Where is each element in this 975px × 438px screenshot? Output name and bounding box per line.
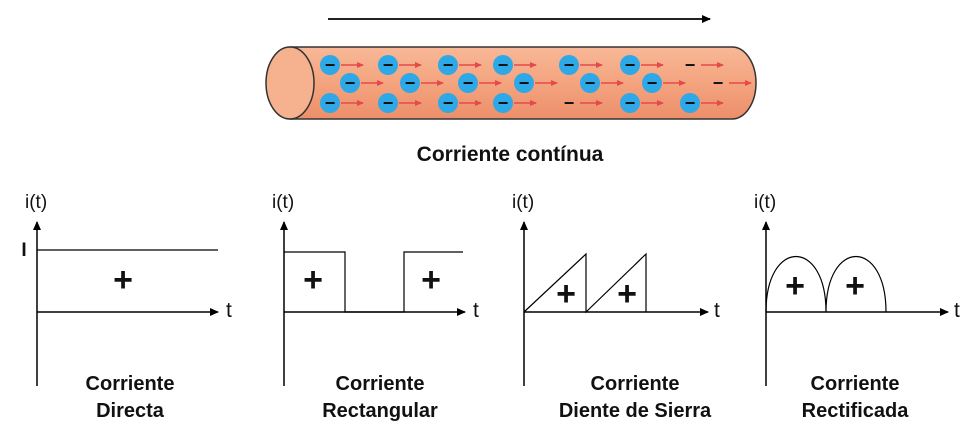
electron [642, 73, 662, 93]
electron [378, 55, 398, 75]
graph-sierra-sign-1: + [556, 275, 576, 313]
electron-sign: − [383, 55, 394, 75]
graph-rectangular-y-label: i(t) [272, 192, 295, 213]
graph-sierra-waveform [523, 252, 647, 314]
graph-rectificada-sign-1: + [785, 267, 805, 305]
electron-group: −−−−−−−−−−−−−−−−−−−−− [320, 55, 752, 113]
tube-end-cap [265, 46, 315, 120]
graph-sierra-title-line2: Diente de Sierra [558, 400, 712, 422]
electron-sign: − [713, 73, 724, 93]
graph-rectangular-title-line1: Corriente [335, 373, 425, 395]
electron [340, 73, 360, 93]
electron [580, 73, 600, 93]
electron-sign: − [685, 55, 696, 75]
graph-rectangular-waveform [284, 251, 463, 313]
electron-sign: − [585, 73, 596, 93]
graph-directa-level-label: I [21, 240, 27, 261]
electron-sign: − [498, 93, 509, 113]
electron [620, 55, 640, 75]
electron [680, 93, 700, 113]
electron-sign: − [519, 73, 530, 93]
graph-rectangular-sign-2: + [421, 261, 441, 299]
graph-directa-title-line1: Corriente [85, 373, 175, 395]
electron-sign: − [498, 55, 509, 75]
graph-rectangular-title-line2: Rectangular [322, 400, 438, 422]
graph-sierra-sign-2: + [617, 275, 637, 313]
graph-rectangular-sign-1: + [303, 261, 323, 299]
tube-caption: Corriente contínua [416, 143, 604, 166]
graph-rectangular [280, 221, 466, 386]
electron [559, 55, 579, 75]
electron-sign: − [685, 93, 696, 113]
graph-rectangular-x-label: t [473, 299, 479, 322]
electron-sign: − [564, 55, 575, 75]
electron [438, 55, 458, 75]
graph-rectificada-title-line2: Rectificada [801, 400, 909, 422]
electron-sign: − [625, 93, 636, 113]
graph-rectificada-title-line1: Corriente [810, 373, 900, 395]
electron [514, 73, 534, 93]
electron-sign: − [443, 55, 454, 75]
graph-sierra-x-label: t [714, 299, 720, 322]
graph-directa-title-line2: Directa [96, 400, 164, 422]
graph-sierra-title-line1: Corriente [590, 373, 680, 395]
electron-sign: − [383, 93, 394, 113]
graph-directa [33, 221, 219, 386]
electron [400, 73, 420, 93]
electron [320, 93, 340, 113]
electron [438, 93, 458, 113]
graph-rectificada-sign-2: + [845, 267, 865, 305]
electron-sign: − [564, 93, 575, 113]
electron-sign: − [463, 73, 474, 93]
electron-sign: − [325, 93, 336, 113]
graph-directa-x-label: t [226, 299, 232, 322]
graph-directa-y-label: i(t) [25, 192, 48, 213]
graph-rectificada-waveform [765, 256, 887, 313]
electron [493, 93, 513, 113]
graph-sierra [520, 221, 709, 386]
graph-rectificada-x-label: t [954, 299, 960, 322]
graph-rectificada-y-label: i(t) [754, 192, 777, 213]
electron [493, 55, 513, 75]
electron-sign: − [625, 55, 636, 75]
electron [378, 93, 398, 113]
electron [320, 55, 340, 75]
graph-sierra-y-label: i(t) [512, 192, 535, 213]
electron-sign: − [325, 55, 336, 75]
electron-sign: − [443, 93, 454, 113]
electron-sign: − [405, 73, 416, 93]
graph-rectificada [762, 221, 949, 386]
electron-sign: − [345, 73, 356, 93]
graph-directa-sign: + [113, 261, 133, 299]
electron [620, 93, 640, 113]
electron [458, 73, 478, 93]
electron-sign: − [647, 73, 658, 93]
